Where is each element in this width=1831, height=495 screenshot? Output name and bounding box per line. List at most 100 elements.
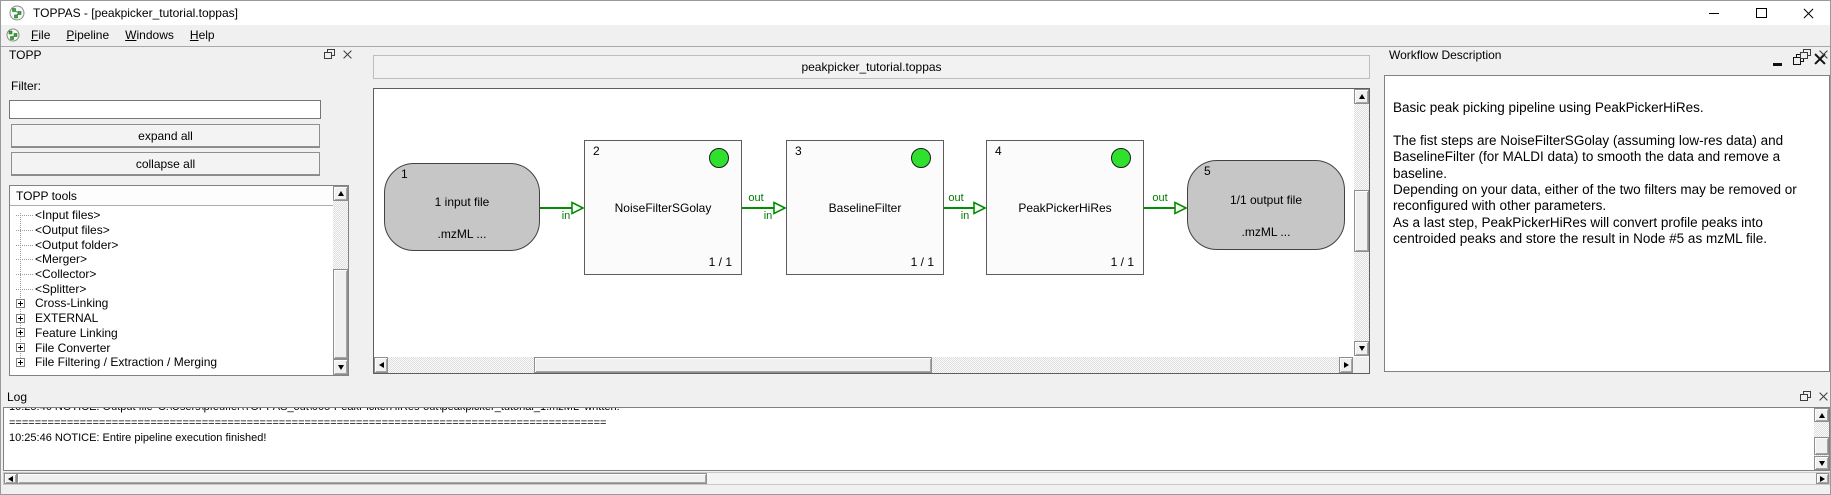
scroll-up-icon: [1358, 94, 1365, 99]
node-peakpickerhires[interactable]: 4 PeakPickerHiRes 1 / 1: [986, 140, 1144, 275]
minimize-button[interactable]: [1691, 1, 1737, 25]
log-hscroll-thumb[interactable]: [17, 473, 707, 484]
log-hscrollbar[interactable]: [3, 472, 1830, 485]
canvas-window-title-bar[interactable]: peakpicker_tutorial.toppas: [373, 55, 1370, 79]
log-scroll-left-button[interactable]: [4, 473, 17, 484]
filter-label: Filter:: [11, 79, 41, 93]
tree-branch-line: [16, 274, 33, 276]
node-output-file[interactable]: 5 1/1 output file .mzML ...: [1187, 160, 1345, 250]
node-number: 2: [593, 144, 600, 158]
node-title: 1/1 output file: [1229, 193, 1303, 207]
status-finished-icon: [1111, 148, 1131, 168]
tree-item-label: <Output files>: [35, 223, 110, 238]
expand-plus-icon[interactable]: [16, 298, 25, 308]
tree-header[interactable]: TOPP tools: [10, 186, 333, 206]
expand-plus-icon[interactable]: [16, 357, 25, 367]
canvas-window-title: peakpicker_tutorial.toppas: [801, 60, 942, 74]
log-scroll-right-button[interactable]: [1816, 473, 1829, 484]
scroll-up-icon: [337, 191, 344, 196]
tree-item-label: File Filtering / Extraction / Merging: [35, 355, 218, 370]
canvas-scroll-up-button[interactable]: [1354, 89, 1369, 104]
tree-item-label: EXTERNAL: [35, 311, 99, 326]
tree-scrollbar[interactable]: [333, 186, 348, 375]
tree-scroll-up-button[interactable]: [333, 186, 348, 201]
node-subtitle: .mzML ...: [1241, 225, 1291, 239]
menu-file[interactable]: File: [31, 28, 51, 42]
status-bar: [1, 486, 1830, 494]
scroll-down-icon: [337, 364, 344, 370]
tree-item[interactable]: <Output files>: [11, 223, 331, 238]
menu-windows[interactable]: Windows: [125, 28, 174, 42]
edge-label-out: out: [948, 192, 964, 204]
canvas-vscrollbar[interactable]: [1354, 89, 1369, 356]
node-baselinefilter[interactable]: 3 BaselineFilter 1 / 1: [786, 140, 944, 275]
tree-item[interactable]: <Collector>: [11, 267, 331, 282]
scroll-down-icon: [1358, 346, 1365, 351]
log-vscroll-thumb[interactable]: [1814, 437, 1829, 455]
node-title: NoiseFilterSGolay: [614, 201, 712, 215]
node-number: 1: [401, 167, 408, 181]
workflow-description-text[interactable]: Basic peak picking pipeline using PeakPi…: [1384, 75, 1830, 372]
topp-dock-title: TOPP: [9, 48, 42, 62]
tree-item[interactable]: <Output folder>: [11, 237, 331, 252]
tree-item[interactable]: <Merger>: [11, 252, 331, 267]
menu-pipeline[interactable]: Pipeline: [66, 28, 110, 42]
canvas-scroll-right-button[interactable]: [1339, 357, 1353, 373]
maximize-button[interactable]: [1738, 1, 1784, 25]
canvas-hscrollbar[interactable]: [374, 357, 1353, 373]
canvas-scroll-down-button[interactable]: [1354, 341, 1369, 356]
log-line: 10:25:46 NOTICE: Entire pipeline executi…: [9, 432, 267, 444]
expand-plus-icon[interactable]: [16, 328, 25, 338]
tree-item-label: Cross-Linking: [35, 296, 109, 311]
close-button[interactable]: [1785, 1, 1830, 25]
menu-help[interactable]: Help: [189, 28, 215, 42]
tree-item[interactable]: Feature Linking: [11, 326, 331, 341]
tree-item[interactable]: EXTERNAL: [11, 311, 331, 326]
tree-scroll-down-button[interactable]: [333, 359, 348, 375]
tree-branch-line: [16, 230, 33, 232]
node-progress: 1 / 1: [910, 255, 934, 269]
log-scroll-down-button[interactable]: [1814, 456, 1829, 470]
maximize-icon: [1755, 8, 1767, 18]
description-dock-float-button[interactable]: [1800, 49, 1811, 60]
mdi-minimize-icon: [1773, 53, 1782, 66]
node-noisefiltersgolay[interactable]: 2 NoiseFilterSGolay 1 / 1: [584, 140, 742, 275]
expand-plus-icon[interactable]: [16, 342, 25, 352]
canvas-hscroll-thumb[interactable]: [534, 357, 932, 373]
workflow-canvas[interactable]: in out in out in out 1 1 input file .mzM…: [373, 88, 1370, 374]
mdi-minimize-button[interactable]: [1768, 51, 1787, 67]
node-input-file[interactable]: 1 1 input file .mzML ...: [384, 163, 540, 251]
tree-item-label: <Merger>: [35, 252, 88, 267]
tree-item[interactable]: <Splitter>: [11, 281, 331, 296]
tree-item-label: File Converter: [35, 340, 111, 355]
tree-scroll-thumb[interactable]: [333, 269, 348, 359]
expand-plus-icon[interactable]: [16, 313, 25, 323]
tree-item[interactable]: File Converter: [11, 340, 331, 355]
log-output[interactable]: 10:25:46 NOTICE: Output file 'C:\Users\p…: [3, 407, 1830, 471]
tree-item[interactable]: Cross-Linking: [11, 296, 331, 311]
log-scroll-up-button[interactable]: [1814, 408, 1829, 422]
collapse-all-button[interactable]: collapse all: [11, 152, 320, 175]
status-finished-icon: [911, 148, 931, 168]
log-dock-float-button[interactable]: [1800, 391, 1811, 402]
tree-item-label: <Collector>: [35, 267, 97, 282]
tree-item[interactable]: File Filtering / Extraction / Merging: [11, 355, 331, 370]
scrollbar-corner: [1353, 357, 1369, 373]
canvas-scroll-left-button[interactable]: [374, 357, 388, 373]
title-bar: TOPPAS - [peakpicker_tutorial.toppas]: [1, 1, 1830, 25]
edge-label-in: in: [763, 210, 773, 222]
node-number: 4: [995, 144, 1002, 158]
scroll-left-icon: [8, 475, 13, 482]
filter-input[interactable]: [9, 100, 321, 119]
node-number: 3: [795, 144, 802, 158]
edge-label-out: out: [1152, 192, 1168, 204]
expand-all-button[interactable]: expand all: [11, 124, 320, 147]
scroll-down-icon: [1818, 460, 1825, 466]
topp-dock-float-button[interactable]: [324, 49, 335, 60]
log-vscrollbar[interactable]: [1814, 408, 1829, 470]
canvas-vscroll-thumb[interactable]: [1354, 190, 1369, 252]
status-finished-icon: [709, 148, 729, 168]
tree-item[interactable]: <Input files>: [11, 208, 331, 223]
log-lines: 10:25:46 NOTICE: Output file 'C:\Users\p…: [9, 408, 1799, 447]
scroll-right-icon: [1343, 362, 1349, 368]
